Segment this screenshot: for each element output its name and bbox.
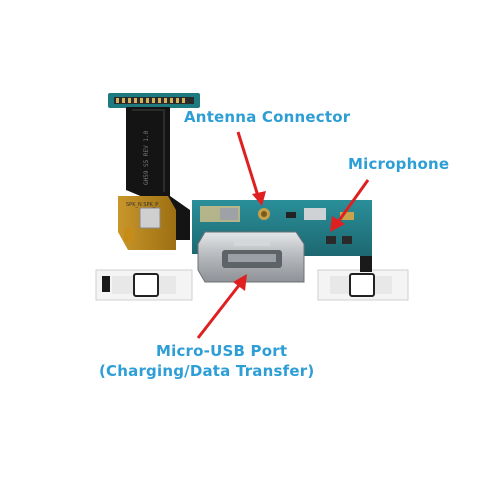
svg-text:W: W [180, 241, 189, 251]
microphone-label: Microphone [348, 155, 450, 173]
micro-usb-label: Micro-USB Port [156, 342, 288, 360]
right-button-flex [317, 256, 409, 301]
board-connector [108, 93, 200, 108]
micro-usb-sublabel: (Charging/Data Transfer) [99, 362, 315, 380]
micro-usb-port [197, 231, 305, 283]
antenna-arrow [236, 131, 266, 206]
antenna-connector-label: Antenna Connector [184, 108, 351, 126]
svg-text:SPK_N SPK_P: SPK_N SPK_P [126, 202, 158, 208]
usb-arrow [196, 274, 247, 339]
svg-text:GH59 S5 REV 1.0: GH59 S5 REV 1.0 [143, 130, 150, 185]
left-button-flex [95, 269, 193, 301]
flex-cable-left: SPK_N SPK_P [118, 196, 176, 250]
microphone-arrow [330, 179, 370, 232]
